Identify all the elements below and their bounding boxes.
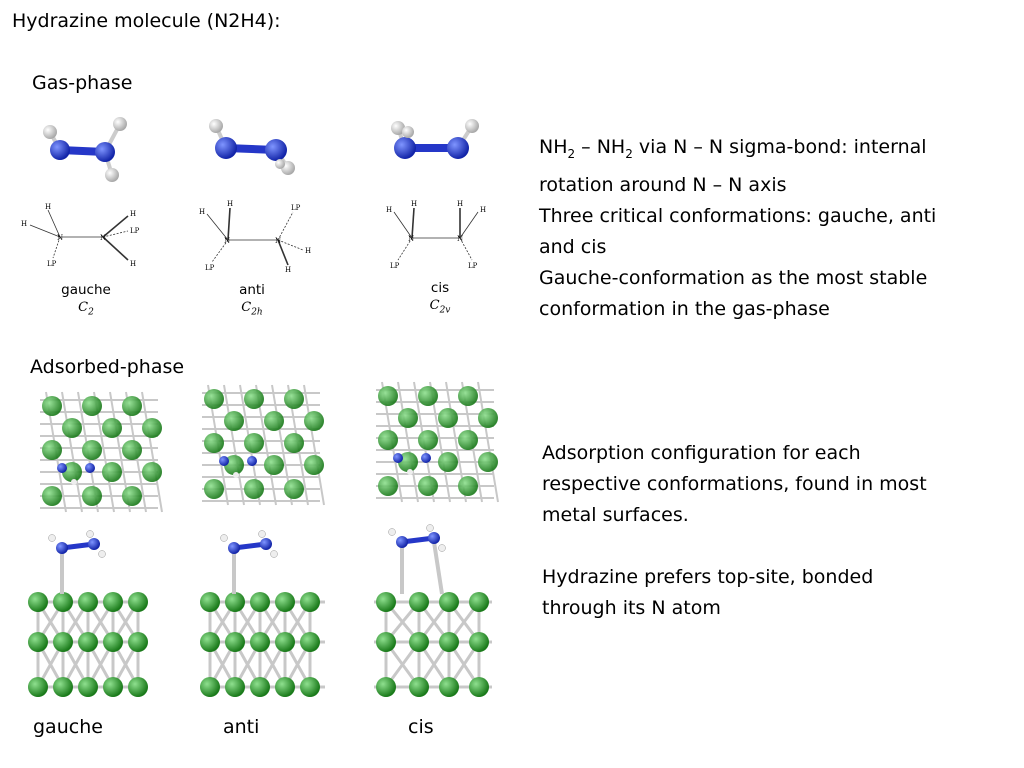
gauche-top-view — [40, 391, 163, 513]
gauche-h1-label: H — [21, 220, 27, 228]
adsorbed-gauche-label: gauche — [33, 716, 103, 738]
gas-phase-description: NH2 – NH2 via N – N sigma-bond: internal… — [539, 132, 1009, 325]
anti-h1-label: H — [199, 208, 205, 216]
adsorbed-line-3: metal surfaces. — [542, 504, 689, 526]
gas-phase-heading: Gas-phase — [32, 72, 133, 94]
description-line-3: Three critical conformations: gauche, an… — [539, 204, 937, 227]
cis-h3-label: H — [457, 200, 463, 208]
cis-top-view — [376, 381, 499, 503]
gauche-h3-label: H — [130, 210, 136, 218]
anti-symmetry: C2h — [241, 300, 263, 318]
gauche-n2-label: N — [100, 234, 106, 242]
cis-3d-molecule — [391, 119, 479, 159]
gauche-structure-diagram: N N H H LP H LP H — [21, 203, 140, 268]
gauche-lp1-label: LP — [47, 260, 57, 268]
gauche-h4-label: H — [130, 260, 136, 268]
adsorbed-line-1: Adsorption configuration for each — [542, 442, 861, 464]
anti-label: anti — [239, 282, 265, 298]
slide-title: Hydrazine molecule (N2H4): — [12, 10, 281, 32]
adsorbed-line-5: through its N atom — [542, 597, 721, 619]
gauche-n1-label: N — [57, 234, 63, 242]
cis-h1-label: H — [386, 206, 392, 214]
anti-lp2-label: LP — [291, 204, 301, 212]
anti-n2-label: N — [275, 237, 281, 245]
gauche-h2-label: H — [45, 203, 51, 211]
cis-label: cis — [430, 280, 450, 296]
cis-n2-label: N — [457, 235, 463, 243]
gauche-label: gauche — [61, 282, 111, 298]
cis-side-view — [374, 524, 492, 697]
anti-top-view — [202, 384, 325, 506]
cis-symmetry: C2v — [429, 298, 451, 316]
gauche-side-view — [28, 530, 148, 697]
adsorbed-anti-label: anti — [223, 716, 260, 738]
adsorbed-line-4: Hydrazine prefers top-site, bonded — [542, 566, 874, 588]
gauche-lp2-label: LP — [130, 227, 140, 235]
anti-structure-diagram: N N H H LP LP H H — [199, 200, 311, 274]
cis-lp1-label: LP — [390, 262, 400, 270]
anti-3d-molecule — [209, 119, 295, 175]
anti-lp1-label: LP — [205, 264, 215, 272]
anti-h3-label: H — [305, 247, 311, 255]
description-line-5: Gauche-conformation as the most stable — [539, 266, 928, 289]
anti-side-view — [200, 530, 325, 697]
cis-h2-label: H — [411, 200, 417, 208]
anti-h4-label: H — [285, 266, 291, 274]
anti-h2-label: H — [227, 200, 233, 208]
description-line-2: rotation around N – N axis — [539, 173, 787, 196]
description-line-1: NH2 – NH2 via N – N sigma-bond: internal — [539, 136, 927, 161]
cis-h4-label: H — [480, 206, 486, 214]
adsorbed-phase-heading: Adsorbed-phase — [30, 356, 185, 378]
gauche-symmetry: C2 — [78, 300, 94, 318]
description-line-4: and cis — [539, 235, 607, 258]
adsorbed-cis-label: cis — [408, 716, 434, 738]
adsorbed-line-2: respective conformations, found in most — [542, 473, 927, 495]
gauche-3d-molecule — [43, 117, 127, 182]
cis-structure-diagram: N N H H LP H H LP — [386, 200, 486, 270]
anti-n1-label: N — [224, 237, 230, 245]
cis-n1-label: N — [408, 235, 414, 243]
adsorbed-phase-description: Adsorption configuration for each respec… — [542, 438, 1012, 624]
cis-lp2-label: LP — [468, 262, 478, 270]
description-line-6: conformation in the gas-phase — [539, 297, 830, 320]
